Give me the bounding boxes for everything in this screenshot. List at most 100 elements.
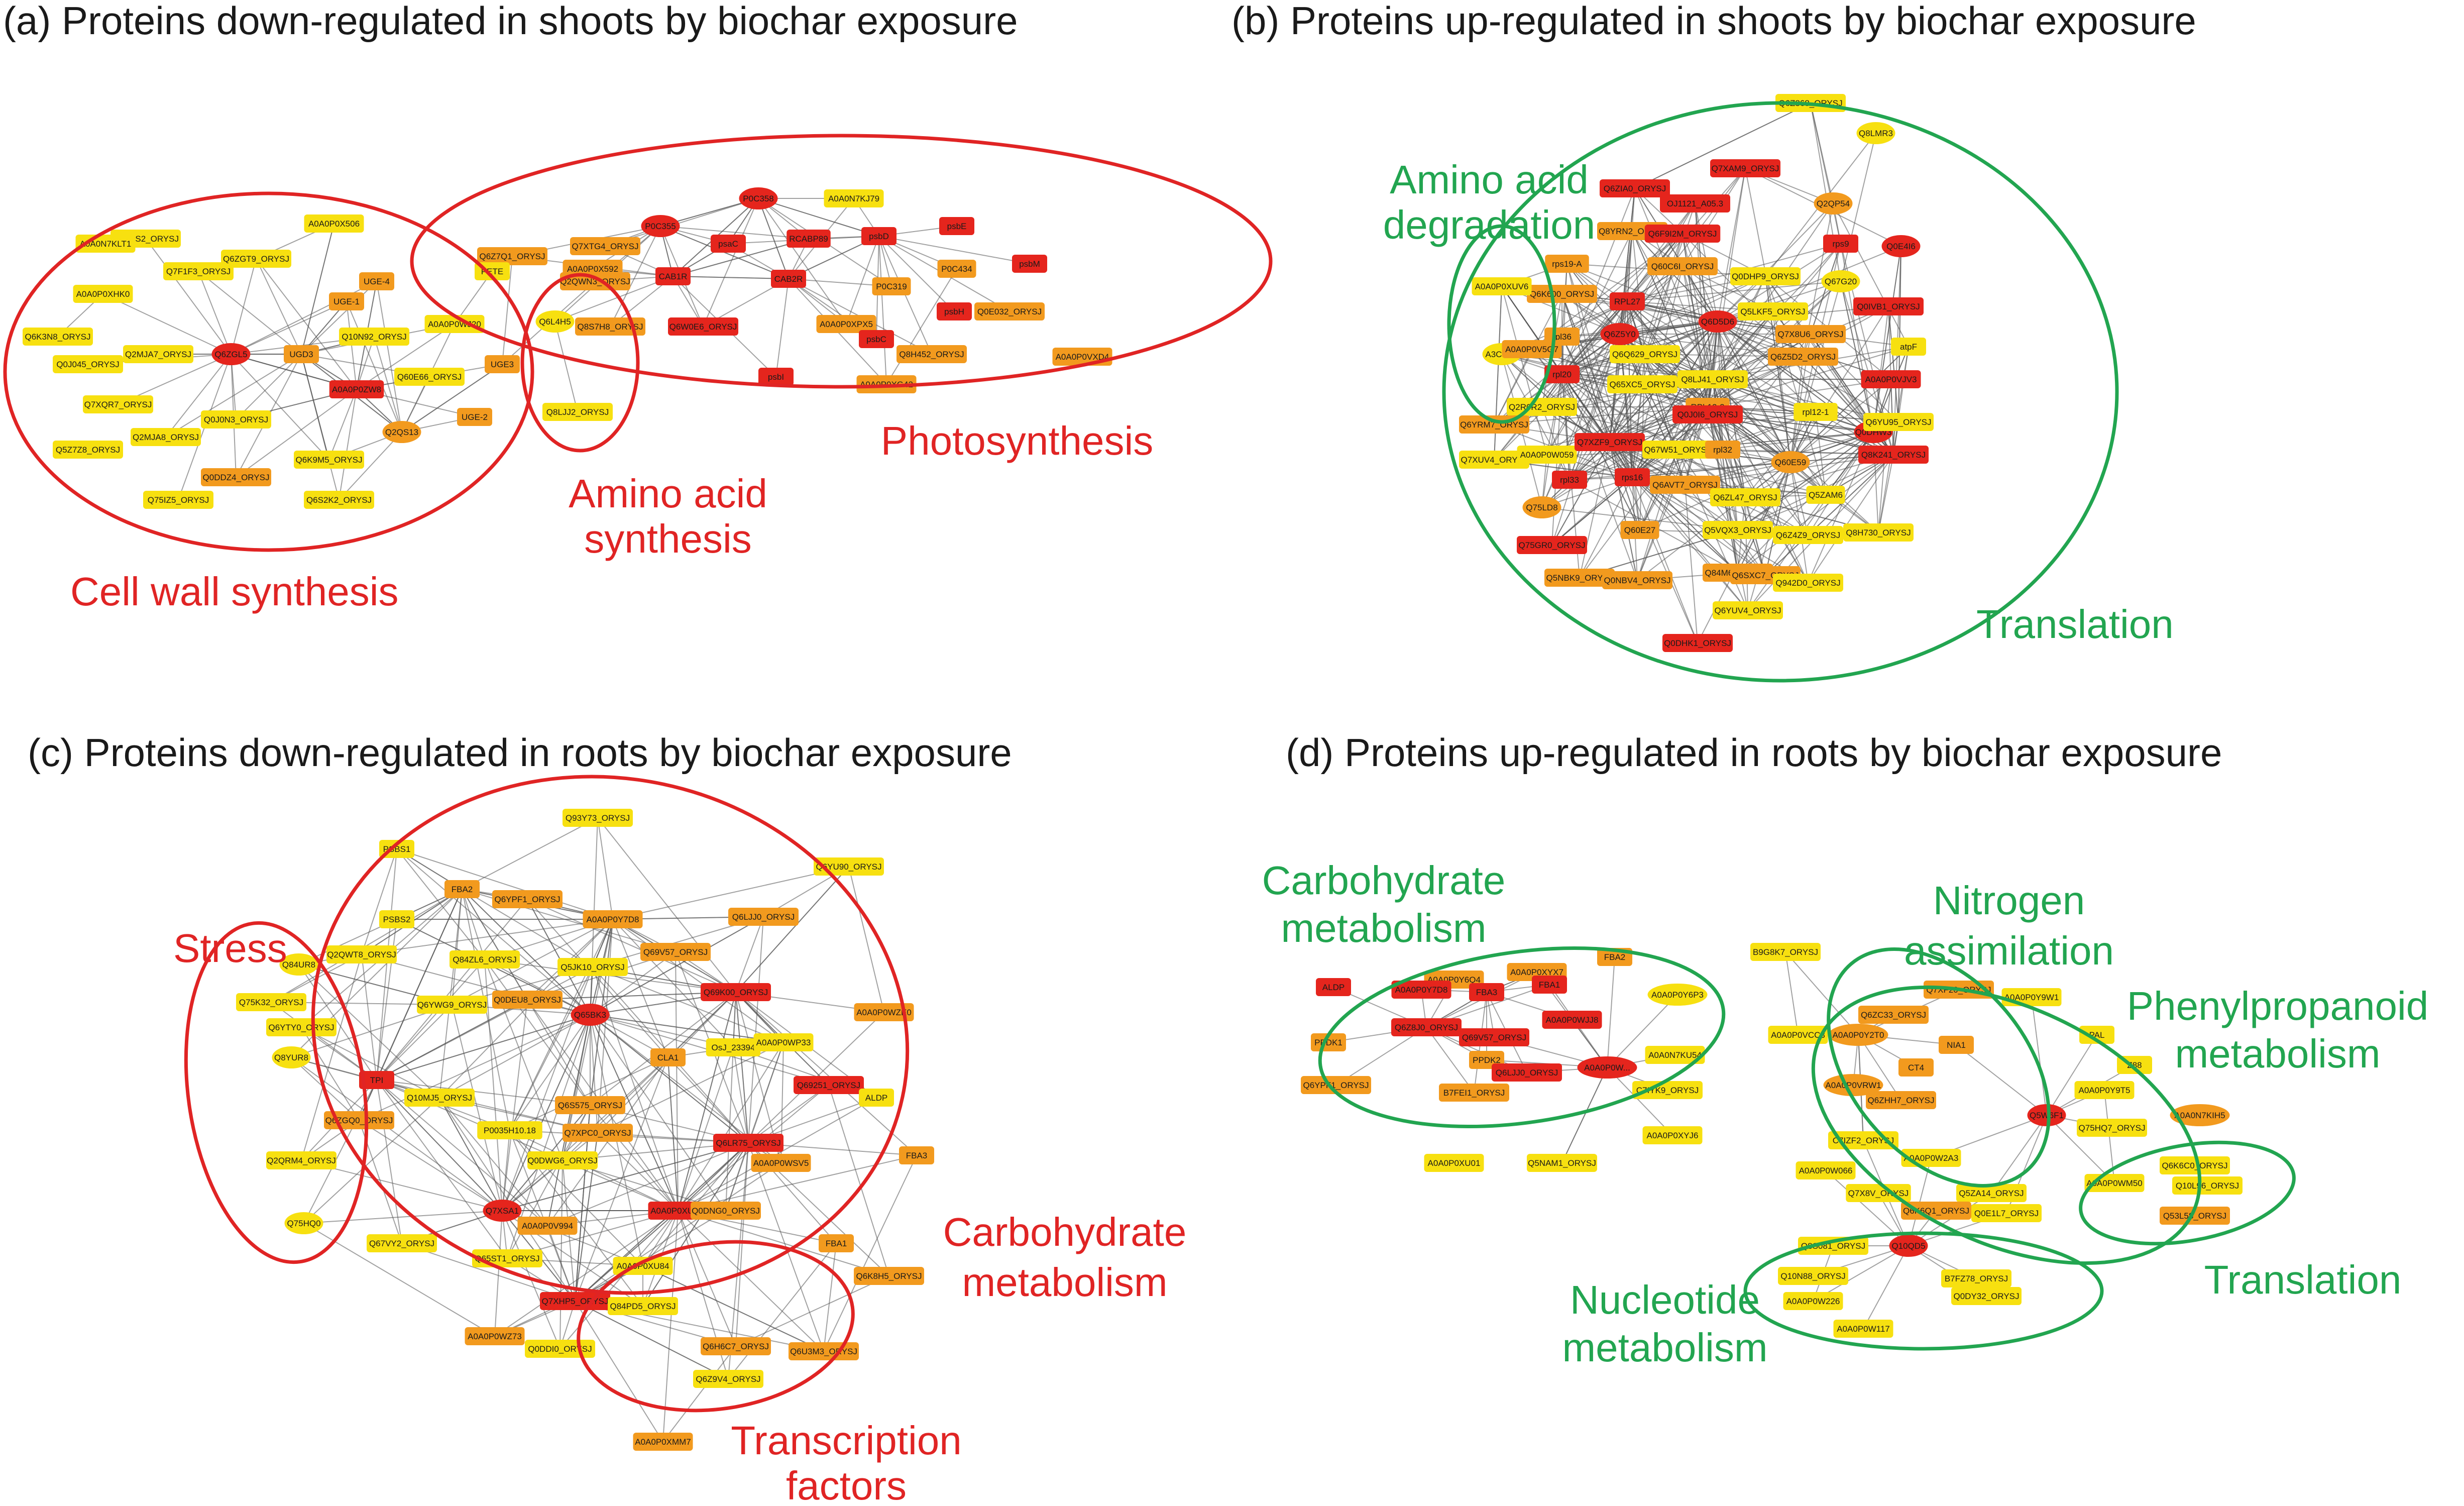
network-edge: [673, 276, 789, 279]
protein-node: A0A0P0Y7D8: [1391, 981, 1451, 999]
network-edge: [1810, 102, 1834, 204]
protein-node-shape: [555, 1096, 625, 1114]
network-edge: [597, 1042, 784, 1133]
network-edge: [359, 1120, 503, 1211]
network-edge: [462, 889, 593, 967]
protein-node: A0A0P0WZ73: [465, 1327, 525, 1345]
protein-node: Q10QD5: [1889, 1235, 1928, 1257]
protein-node-label: rps9: [1832, 239, 1849, 249]
protein-node-label: A0A0P0WM50: [2086, 1178, 2143, 1188]
protein-node-label: P0C355: [645, 222, 676, 231]
network-edge: [642, 1265, 824, 1352]
cluster-outline-amino-acid-degradation: [1447, 224, 1556, 424]
protein-node: Q84PD5_ORYSJ: [608, 1297, 678, 1315]
network-edge: [1790, 379, 1891, 463]
protein-node: Q65BK3: [571, 1004, 610, 1026]
protein-node-shape: [1941, 1269, 2011, 1287]
network-edge: [1682, 168, 1746, 267]
protein-node-shape: [739, 187, 778, 209]
network-edge: [1569, 384, 1643, 480]
protein-node-shape: [424, 315, 485, 333]
protein-node-label: Q6Z9V4_ORYSJ: [696, 1374, 760, 1384]
protein-node: A0A0P0XHK0: [73, 285, 133, 303]
cluster-outline-carbohydrate-d: [1318, 946, 1726, 1129]
protein-node-shape: [1768, 348, 1838, 366]
protein-node: Q7XHP5_ORYSJ: [540, 1292, 610, 1310]
protein-node: A0A0P0W117: [1833, 1320, 1893, 1338]
protein-node-label: Q6YRM7_ORYSJ: [1460, 420, 1528, 429]
protein-node-label: Q2QS13: [385, 427, 418, 437]
protein-node: Q0DHP9_ORYSJ: [1730, 267, 1801, 285]
protein-node: Q75HQ0: [284, 1212, 323, 1234]
protein-node: CAB1R: [655, 267, 691, 285]
network-edge: [1790, 462, 1809, 583]
protein-node: Q10N88_ORYSJ: [1778, 1267, 1848, 1285]
protein-node-shape: [1575, 433, 1645, 451]
protein-node-shape: [1642, 441, 1713, 459]
network-edge: [1541, 374, 1562, 508]
protein-node-shape: [1858, 446, 1929, 464]
protein-node-label: UGE-2: [462, 412, 488, 422]
protein-node: Q2R0R2_ORYSJ: [1507, 398, 1577, 416]
network-edge: [1785, 951, 1859, 1035]
network-edge: [667, 1057, 679, 1211]
network-edge: [1627, 301, 1816, 412]
protein-node-label: Q0E4I6: [1886, 242, 1916, 251]
protein-node-label: Q2QRM4_ORYSJ: [267, 1156, 336, 1165]
network-edge: [527, 899, 668, 1058]
network-edge: [303, 1210, 503, 1224]
protein-node-label: A0A0P0VRW1: [1825, 1081, 1881, 1090]
network-edge: [678, 1047, 734, 1211]
protein-node: UGE-1: [329, 292, 364, 310]
network-edge: [575, 1301, 663, 1442]
protein-node-shape: [1492, 1063, 1562, 1082]
protein-node-shape: [2077, 1119, 2147, 1137]
network-edge: [1813, 1245, 1909, 1302]
protein-node-shape: [854, 1003, 914, 1021]
network-edge: [1541, 406, 1570, 480]
protein-node-shape: [1703, 521, 1773, 539]
protein-node: Q60C6I_ORYSJ: [1647, 257, 1718, 275]
protein-node-label: Q5VQX3_ORYSJ: [1704, 525, 1771, 535]
network-edge: [775, 278, 789, 377]
protein-node: PPDK1: [1311, 1033, 1346, 1051]
protein-node-shape: [1775, 325, 1846, 343]
protein-node: Q6H6C7_ORYSJ: [701, 1337, 771, 1355]
protein-node: FBA1: [819, 1234, 854, 1252]
protein-node: Q7XZF9_ORYSJ: [1575, 433, 1645, 451]
protein-node: Q75HQ7_ORYSJ: [2077, 1119, 2147, 1137]
network-edge: [1722, 432, 1874, 450]
protein-node: Q7XQR7_ORYSJ: [83, 395, 153, 413]
network-edge: [439, 1014, 591, 1098]
protein-node-label: A0A0P0ZW8: [332, 385, 381, 394]
network-edge: [1825, 432, 1874, 495]
protein-node-label: Q0DDZ4_ORYSJ: [203, 473, 270, 482]
network-edge: [1609, 442, 1638, 581]
protein-node-shape: [1602, 571, 1672, 589]
protein-node: Q8S7H8_ORYSJ: [575, 317, 645, 336]
protein-node: Q6ZC33_ORYSJ: [1858, 1006, 1929, 1024]
protein-node-label: A0A0P0Y7D8: [1395, 985, 1448, 995]
protein-node-shape: [937, 260, 976, 278]
network-edge: [396, 848, 485, 960]
protein-node-label: Q8YUR8: [274, 1053, 308, 1062]
network-edge: [1858, 1034, 1901, 1101]
protein-node-label: Q7XQR7_ORYSJ: [84, 400, 152, 409]
protein-node: Q67G20: [1821, 270, 1860, 292]
protein-node: A0A0P0WZE0: [854, 1003, 914, 1021]
protein-node-shape: [73, 285, 133, 303]
network-edge: [145, 238, 232, 355]
label-phenylpropanoid-1: Phenylpropanoid: [2127, 984, 2428, 1028]
protein-node-shape: [758, 368, 794, 386]
network-edge: [554, 321, 578, 412]
protein-node: Q5NAM1_ORYSJ: [1527, 1154, 1597, 1172]
protein-node-shape: [824, 189, 884, 207]
protein-node: Q5Z7Z8_ORYSJ: [53, 441, 123, 459]
network-edge: [1632, 462, 1791, 478]
protein-node-label: Q67W51_ORYSJ: [1644, 445, 1711, 455]
network-edge: [1717, 321, 1874, 433]
protein-node-label: Q10MJ5_ORYSJ: [407, 1093, 472, 1103]
protein-node-shape: [1710, 488, 1780, 506]
protein-node: Q6K8H5_ORYSJ: [854, 1267, 924, 1285]
network-edge: [527, 899, 736, 993]
